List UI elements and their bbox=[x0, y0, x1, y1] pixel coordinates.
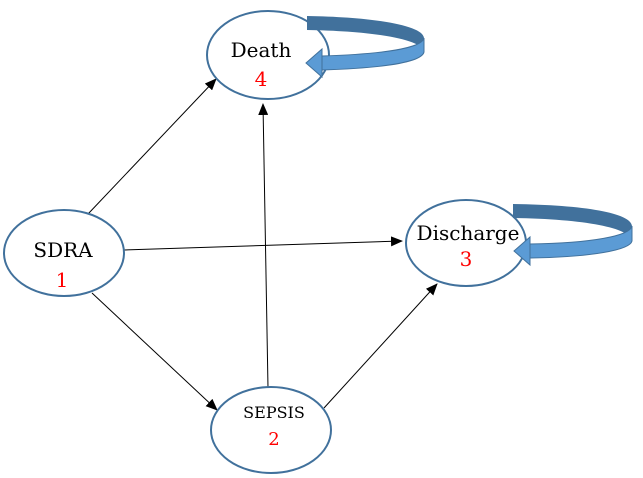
node-death-label: Death bbox=[231, 38, 292, 62]
node-discharge-number: 3 bbox=[460, 247, 473, 271]
edge-sdra-to-sepsis bbox=[91, 292, 218, 411]
node-sepsis-number: 2 bbox=[268, 429, 279, 450]
edge-sepsis-to-death bbox=[258, 103, 269, 389]
edges bbox=[87, 78, 438, 411]
node-death-shape bbox=[206, 10, 330, 100]
node-death-number: 4 bbox=[255, 67, 268, 91]
node-sdra-shape bbox=[3, 209, 125, 297]
node-sdra-label: SDRA bbox=[33, 238, 93, 262]
self-loop-death-lower bbox=[321, 37, 425, 71]
node-sepsis-label: SEPSIS bbox=[243, 403, 305, 422]
node-sdra: SDRA 1 bbox=[3, 209, 125, 297]
node-sdra-number: 1 bbox=[56, 268, 69, 292]
edge-sdra-to-death bbox=[87, 78, 217, 215]
node-death: Death 4 bbox=[206, 10, 330, 100]
self-loop-discharge-band bbox=[513, 204, 632, 241]
node-sepsis: SEPSIS 2 bbox=[210, 386, 332, 474]
self-loop-death-band bbox=[307, 16, 424, 52]
edge-sepsis-to-discharge bbox=[323, 283, 438, 409]
node-discharge-label: Discharge bbox=[417, 221, 520, 245]
self-loop-discharge bbox=[513, 204, 633, 267]
self-loop-death-arrowhead bbox=[305, 47, 323, 79]
node-discharge: Discharge 3 bbox=[405, 199, 527, 287]
node-sepsis-shape bbox=[210, 386, 332, 474]
edge-sdra-to-discharge bbox=[123, 236, 403, 251]
self-loop-discharge-lower bbox=[529, 225, 633, 259]
self-loop-death bbox=[305, 16, 425, 79]
self-loop-discharge-arrowhead bbox=[513, 235, 531, 267]
